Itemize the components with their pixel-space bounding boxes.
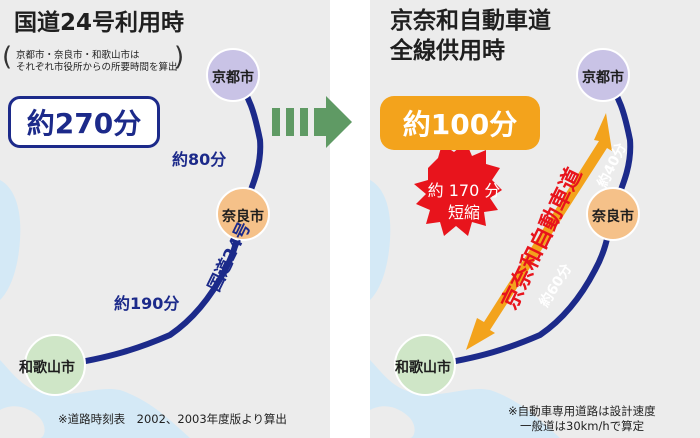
panel-keinawa-expressway: 京奈和自動車道 全線供用時 約100分 約 170 分 短縮 京都市 奈良市 和… <box>370 0 700 438</box>
land-bottom-left <box>0 406 45 438</box>
footer-note-left: ※道路時刻表 2002、2003年度版より算出 <box>58 412 287 426</box>
transition-arrow-icon <box>272 96 352 148</box>
footer-note-right-line1: ※自動車専用道路は設計速度 <box>508 404 656 418</box>
city-label-nara: 奈良市 <box>592 209 634 225</box>
reduction-burst <box>414 142 502 236</box>
reduction-text-line2: 短縮 <box>447 203 480 222</box>
wakayama-marker <box>24 334 86 396</box>
note-line-2: それぞれ市役所からの所要時間を算出 <box>16 62 178 73</box>
total-time-box: 約100分 <box>380 96 540 150</box>
nara-marker <box>586 187 640 241</box>
coast-inlet <box>0 180 21 300</box>
footer-note-right-line2: 一般道は30km/hで算定 <box>520 419 645 433</box>
transition-arrow <box>330 0 370 438</box>
city-label-wakayama: 和歌山市 <box>19 360 75 376</box>
wakayama-marker <box>394 334 456 396</box>
land-bottom-left <box>370 406 415 438</box>
note-bracket-close: ) <box>174 42 185 72</box>
map-left <box>0 0 330 438</box>
page-title-left: 国道24号利用時 <box>14 10 185 36</box>
total-time-box: 約270分 <box>8 96 160 148</box>
city-label-nara: 奈良市 <box>222 209 264 225</box>
city-label-wakayama: 和歌山市 <box>395 360 451 376</box>
kyoto-marker <box>576 48 630 102</box>
note-line-1: 京都市・奈良市・和歌山市は <box>16 50 140 61</box>
segment-time-kyoto-nara: 約80分 <box>172 150 227 169</box>
coast-inlet <box>370 180 391 300</box>
expressway-arrow <box>466 113 612 350</box>
kyoto-marker <box>206 48 260 102</box>
page-title-right-line2: 全線供用時 <box>390 38 505 64</box>
route-24-line <box>59 72 264 368</box>
segment-time-nara-wakayama: 約190分 <box>114 294 180 313</box>
city-label-kyoto: 京都市 <box>582 70 624 86</box>
nara-marker <box>216 187 270 241</box>
route-24-line <box>429 72 634 368</box>
city-label-kyoto: 京都市 <box>212 70 254 86</box>
note-bracket-open: ( <box>2 42 13 72</box>
reduction-text-line1: 約 170 分 <box>427 181 501 200</box>
page-title-right-line1: 京奈和自動車道 <box>390 8 551 34</box>
panel-national-route-24: 国道24号利用時 ( 京都市・奈良市・和歌山市は それぞれ市役所からの所要時間を… <box>0 0 330 438</box>
